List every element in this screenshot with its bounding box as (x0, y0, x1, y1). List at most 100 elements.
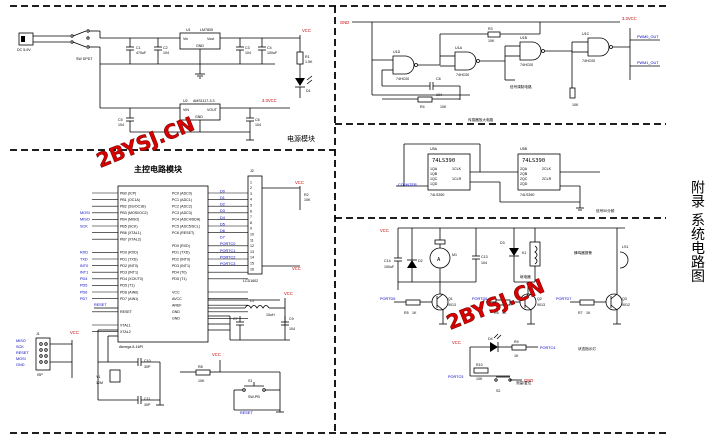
svg-text:U5B: U5B (520, 147, 528, 151)
svg-text:2CLR: 2CLR (542, 177, 552, 181)
svg-text:R6: R6 (494, 311, 499, 315)
mcu-left-pin-label: PD0 (RXD) (120, 251, 138, 255)
mcu-left-pin-label: PB2 (SS/OC1B) (120, 205, 146, 209)
net-vcc-label: VCC (302, 28, 311, 33)
svg-text:RESET: RESET (16, 351, 29, 355)
svg-text:C4: C4 (267, 46, 272, 50)
svg-text:U1A: U1A (455, 46, 463, 50)
cap-c7: C7 (233, 316, 244, 340)
svg-text:74LS390: 74LS390 (522, 158, 545, 164)
watermark-1: 2BYSJ.CN (93, 112, 198, 173)
svg-text:U2: U2 (183, 99, 188, 103)
lcd-pin-label: 8 (250, 221, 252, 225)
svg-text:C5: C5 (118, 118, 123, 122)
svg-text:1QA: 1QA (430, 167, 438, 171)
mcu-right-net: D6 (220, 229, 225, 233)
counter-chip-1: U5A 74LS390 1QA 1QB 1QC 1QD 1CLK 1CLR 74… (427, 147, 471, 197)
svg-text:C6: C6 (255, 118, 260, 122)
mcu-right-pin-label: PD3 (INT1) (172, 264, 190, 268)
svg-text:R10: R10 (476, 363, 483, 367)
svg-text:RESET: RESET (94, 303, 107, 307)
side-title: 附录 系统电路图 (689, 180, 705, 283)
svg-text:100uF: 100uF (267, 51, 278, 55)
mcu-left-net: INT0 (80, 264, 88, 268)
status-section: VCC D4 R9 1K PORTC4 状态指示灯 R10 10K PORTC5… (448, 333, 596, 393)
svg-text:Y1: Y1 (96, 375, 100, 379)
svg-text:R8: R8 (198, 365, 203, 369)
svg-text:74LS390: 74LS390 (520, 193, 534, 197)
svg-text:PORTD5: PORTD5 (380, 297, 395, 301)
mcu-right-pin-label: PC2 (ADC2) (172, 205, 192, 209)
mcu-left-pin-label: PD6 (AIN0) (120, 290, 138, 294)
svg-text:9012: 9012 (622, 303, 630, 307)
svg-text:C2: C2 (163, 46, 168, 50)
svg-text:C1: C1 (136, 46, 141, 50)
resistor-r1 (296, 51, 304, 65)
svg-text:Q1: Q1 (448, 297, 453, 301)
mcu-right-pin-label: PD4 (T0) (172, 271, 187, 275)
mcu-right-pin-label: VCC (172, 290, 180, 294)
lcd-pin-label: 10 (250, 233, 254, 237)
mcu-left-pin-label: PD3 (INT1) (120, 271, 138, 275)
transistor-q3: Q3 9012 (605, 282, 630, 324)
svg-text:A: A (437, 257, 441, 263)
mcu-right-net: PORTC3 (220, 262, 235, 266)
mcu-chip: Atmega 8-16PI PB0 (ICP)PB1 (OC1A)PB2 (SS… (80, 185, 248, 349)
relay-k1: D3 K1 继电器 (500, 228, 541, 283)
svg-text:D3: D3 (500, 241, 505, 245)
svg-text:1.5K: 1.5K (305, 60, 313, 64)
nand-gate-u1d: U1D 74HC00 (392, 50, 418, 81)
svg-text:Atmega 8-16PI: Atmega 8-16PI (119, 345, 143, 349)
measure-switch: S2 (494, 376, 512, 393)
svg-text:D1: D1 (306, 89, 311, 93)
svg-text:100uF: 100uF (384, 265, 395, 269)
svg-text:C9: C9 (289, 317, 294, 321)
svg-text:R1: R1 (305, 55, 310, 59)
resistor-r10 (473, 367, 489, 374)
nand-gate-u1a: U1A 74HC00 (454, 46, 480, 77)
svg-text:Q2: Q2 (537, 297, 542, 301)
svg-text:MISO: MISO (16, 339, 26, 343)
resistor-r6 (495, 299, 511, 306)
svg-text:U1C: U1C (582, 32, 590, 36)
svg-text:R2: R2 (304, 193, 309, 197)
svg-text:M1: M1 (452, 253, 457, 257)
mcu-right-net: PORTC2 (220, 255, 235, 259)
mcu-left-pin-label: PB4 (MISO) (120, 218, 139, 222)
mcu-right-pin-label: PD1 (TXD) (172, 251, 190, 255)
svg-text:SW-PB: SW-PB (248, 395, 260, 399)
mcu-right-net: D0 (220, 189, 225, 193)
svg-text:GND: GND (16, 363, 25, 367)
mcu-right-pin-label: AREF (172, 304, 182, 308)
svg-text:D4: D4 (488, 337, 493, 341)
svg-text:10uH: 10uH (266, 313, 275, 317)
svg-text:104: 104 (255, 123, 261, 127)
svg-text:继电器: 继电器 (520, 274, 531, 279)
resistor-r5 (405, 299, 421, 306)
cap-c6: C6 104 (246, 108, 261, 132)
lcd-pin-label: 15 (250, 262, 254, 266)
svg-text:1K: 1K (412, 311, 417, 315)
mcu-left-net: PD7 (80, 297, 87, 301)
svg-text:1K: 1K (514, 354, 519, 358)
svg-text:COUNTER: COUNTER (398, 183, 417, 187)
mcu-right-pin-label: PD0 (RXD) (172, 244, 190, 248)
lcd-pin-label: 12 (250, 244, 254, 248)
svg-text:74HC00: 74HC00 (456, 73, 469, 77)
mcu-right-pin-label: PC3 (ADC3) (172, 211, 192, 215)
mcu-right-net: D2 (220, 203, 225, 207)
svg-text:VCC: VCC (212, 352, 221, 357)
svg-text:R4: R4 (420, 105, 425, 109)
transistor-q1: Q1 9013 (431, 282, 456, 324)
svg-text:74HC00: 74HC00 (520, 63, 533, 67)
svg-text:10K: 10K (488, 39, 495, 43)
cap-c2: C2 104 (154, 38, 169, 64)
power-section-title: 电源模块 (287, 134, 315, 143)
lcd-pin-label: 13 (250, 250, 254, 254)
resistor-r9 (511, 344, 527, 351)
svg-text:104: 104 (481, 261, 487, 265)
mcu-right-pin-label: AVCC (172, 297, 182, 301)
svg-text:10K: 10K (476, 377, 483, 381)
mcu-right-net: D4 (220, 216, 225, 220)
sense-section-title: 传感器放大电路 (468, 117, 494, 122)
